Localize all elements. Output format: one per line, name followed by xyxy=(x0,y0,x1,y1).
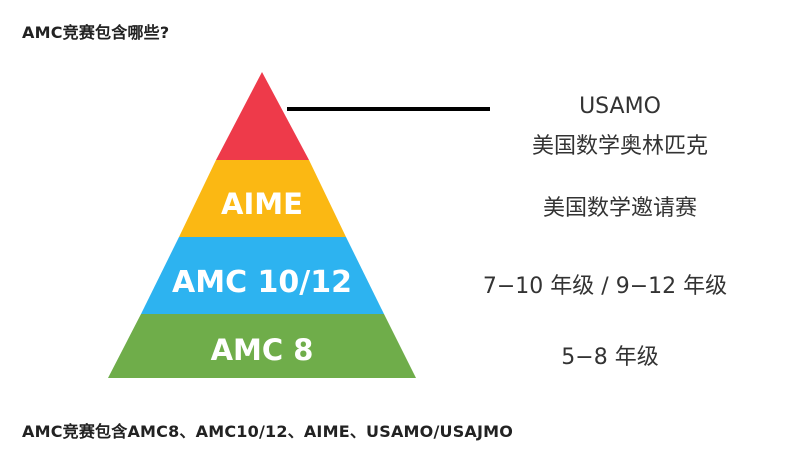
pyramid-tier-amc1012 xyxy=(141,237,384,314)
page-title: AMC竞赛包含哪些? xyxy=(22,23,170,42)
tier-description-amc8: 5−8 年级 xyxy=(561,345,659,370)
tier-description-amc1012: 7−10 年级 / 9−12 年级 xyxy=(482,274,728,299)
pyramid-tier-aime xyxy=(179,160,346,237)
caption-text: AMC竞赛包含AMC8、AMC10/12、AIME、USAMO/USAJMO xyxy=(22,422,514,441)
pyramid-tier-amc8 xyxy=(108,314,416,378)
pyramid-diagram: AIME AMC 10/12 AMC 8 xyxy=(108,72,490,378)
tier-description-usamo-line2: 美国数学奥林匹克 xyxy=(531,134,708,159)
tier-description-usamo-line1: USAMO xyxy=(579,94,661,119)
pyramid-tier-usamo xyxy=(216,72,309,160)
tier-label-amc1012: AMC 10/12 xyxy=(172,265,352,300)
tier-label-amc8: AMC 8 xyxy=(211,333,314,367)
tier-description-aime: 美国数学邀请赛 xyxy=(542,196,697,221)
tier-label-aime: AIME xyxy=(221,187,303,221)
